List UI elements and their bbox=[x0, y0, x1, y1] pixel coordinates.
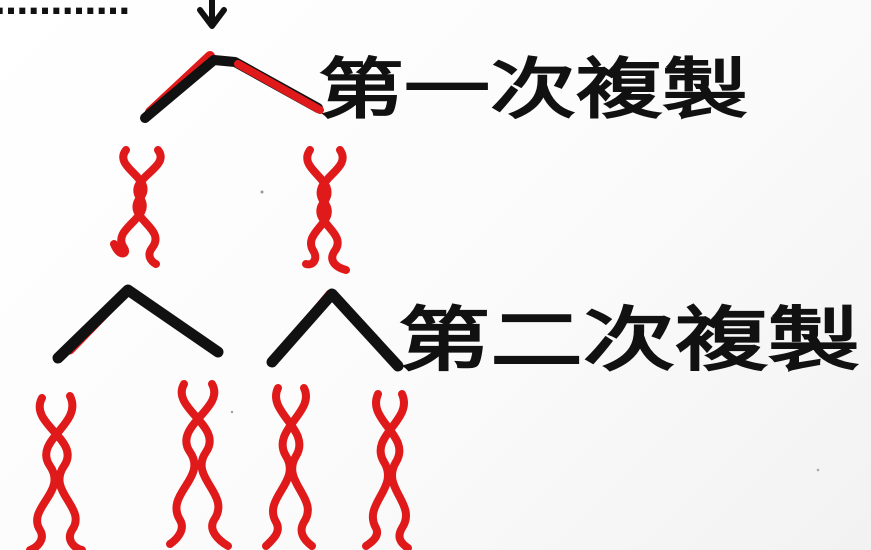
dna-molecule-gen1-left bbox=[110, 146, 165, 268]
dna-molecule-gen2-3 bbox=[262, 384, 316, 550]
second-split-caret-right bbox=[266, 288, 404, 372]
second-split-caret-left bbox=[52, 284, 224, 364]
top-fragment-text: ………… bbox=[0, 0, 130, 23]
paper-speck bbox=[260, 190, 264, 194]
paper-speck bbox=[230, 410, 234, 414]
second-replication-label: 第二次複製 bbox=[398, 299, 860, 381]
down-arrow-icon bbox=[197, 0, 227, 29]
paper-speck bbox=[816, 468, 820, 472]
dna-molecule-gen2-2 bbox=[166, 380, 232, 550]
dna-molecule-gen2-1 bbox=[26, 392, 86, 550]
dna-molecule-gen1-right bbox=[302, 146, 350, 274]
first-split-caret bbox=[140, 51, 324, 123]
dna-molecule-gen2-4 bbox=[362, 390, 412, 550]
first-replication-label: 第一次複製 bbox=[318, 51, 748, 128]
